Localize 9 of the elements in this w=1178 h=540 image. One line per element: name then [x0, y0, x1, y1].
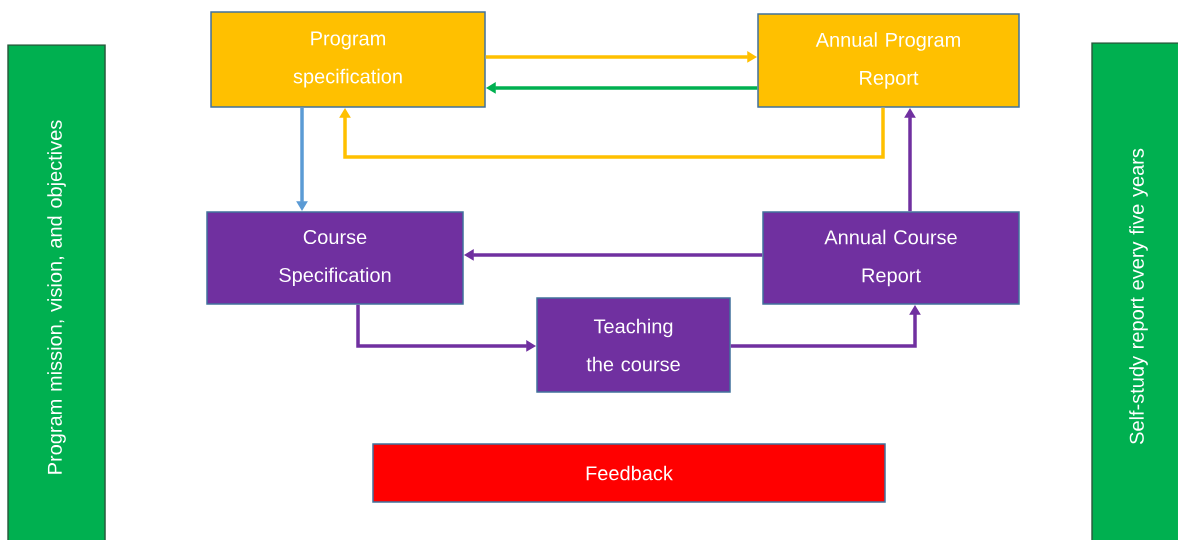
process-box: Annual Course Report	[762, 211, 1020, 305]
feedback-bar: Feedback	[372, 443, 886, 503]
arrow	[339, 107, 885, 159]
vertical-banner: Program mission, vision, and objectives	[7, 44, 106, 540]
process-box: Annual Program Report	[757, 13, 1020, 108]
process-box: Program specification	[210, 11, 486, 108]
process-box: Teaching the course	[536, 297, 731, 393]
vertical-banner: Self-study report every five years	[1091, 42, 1178, 540]
process-box: Course Specification	[206, 211, 464, 305]
